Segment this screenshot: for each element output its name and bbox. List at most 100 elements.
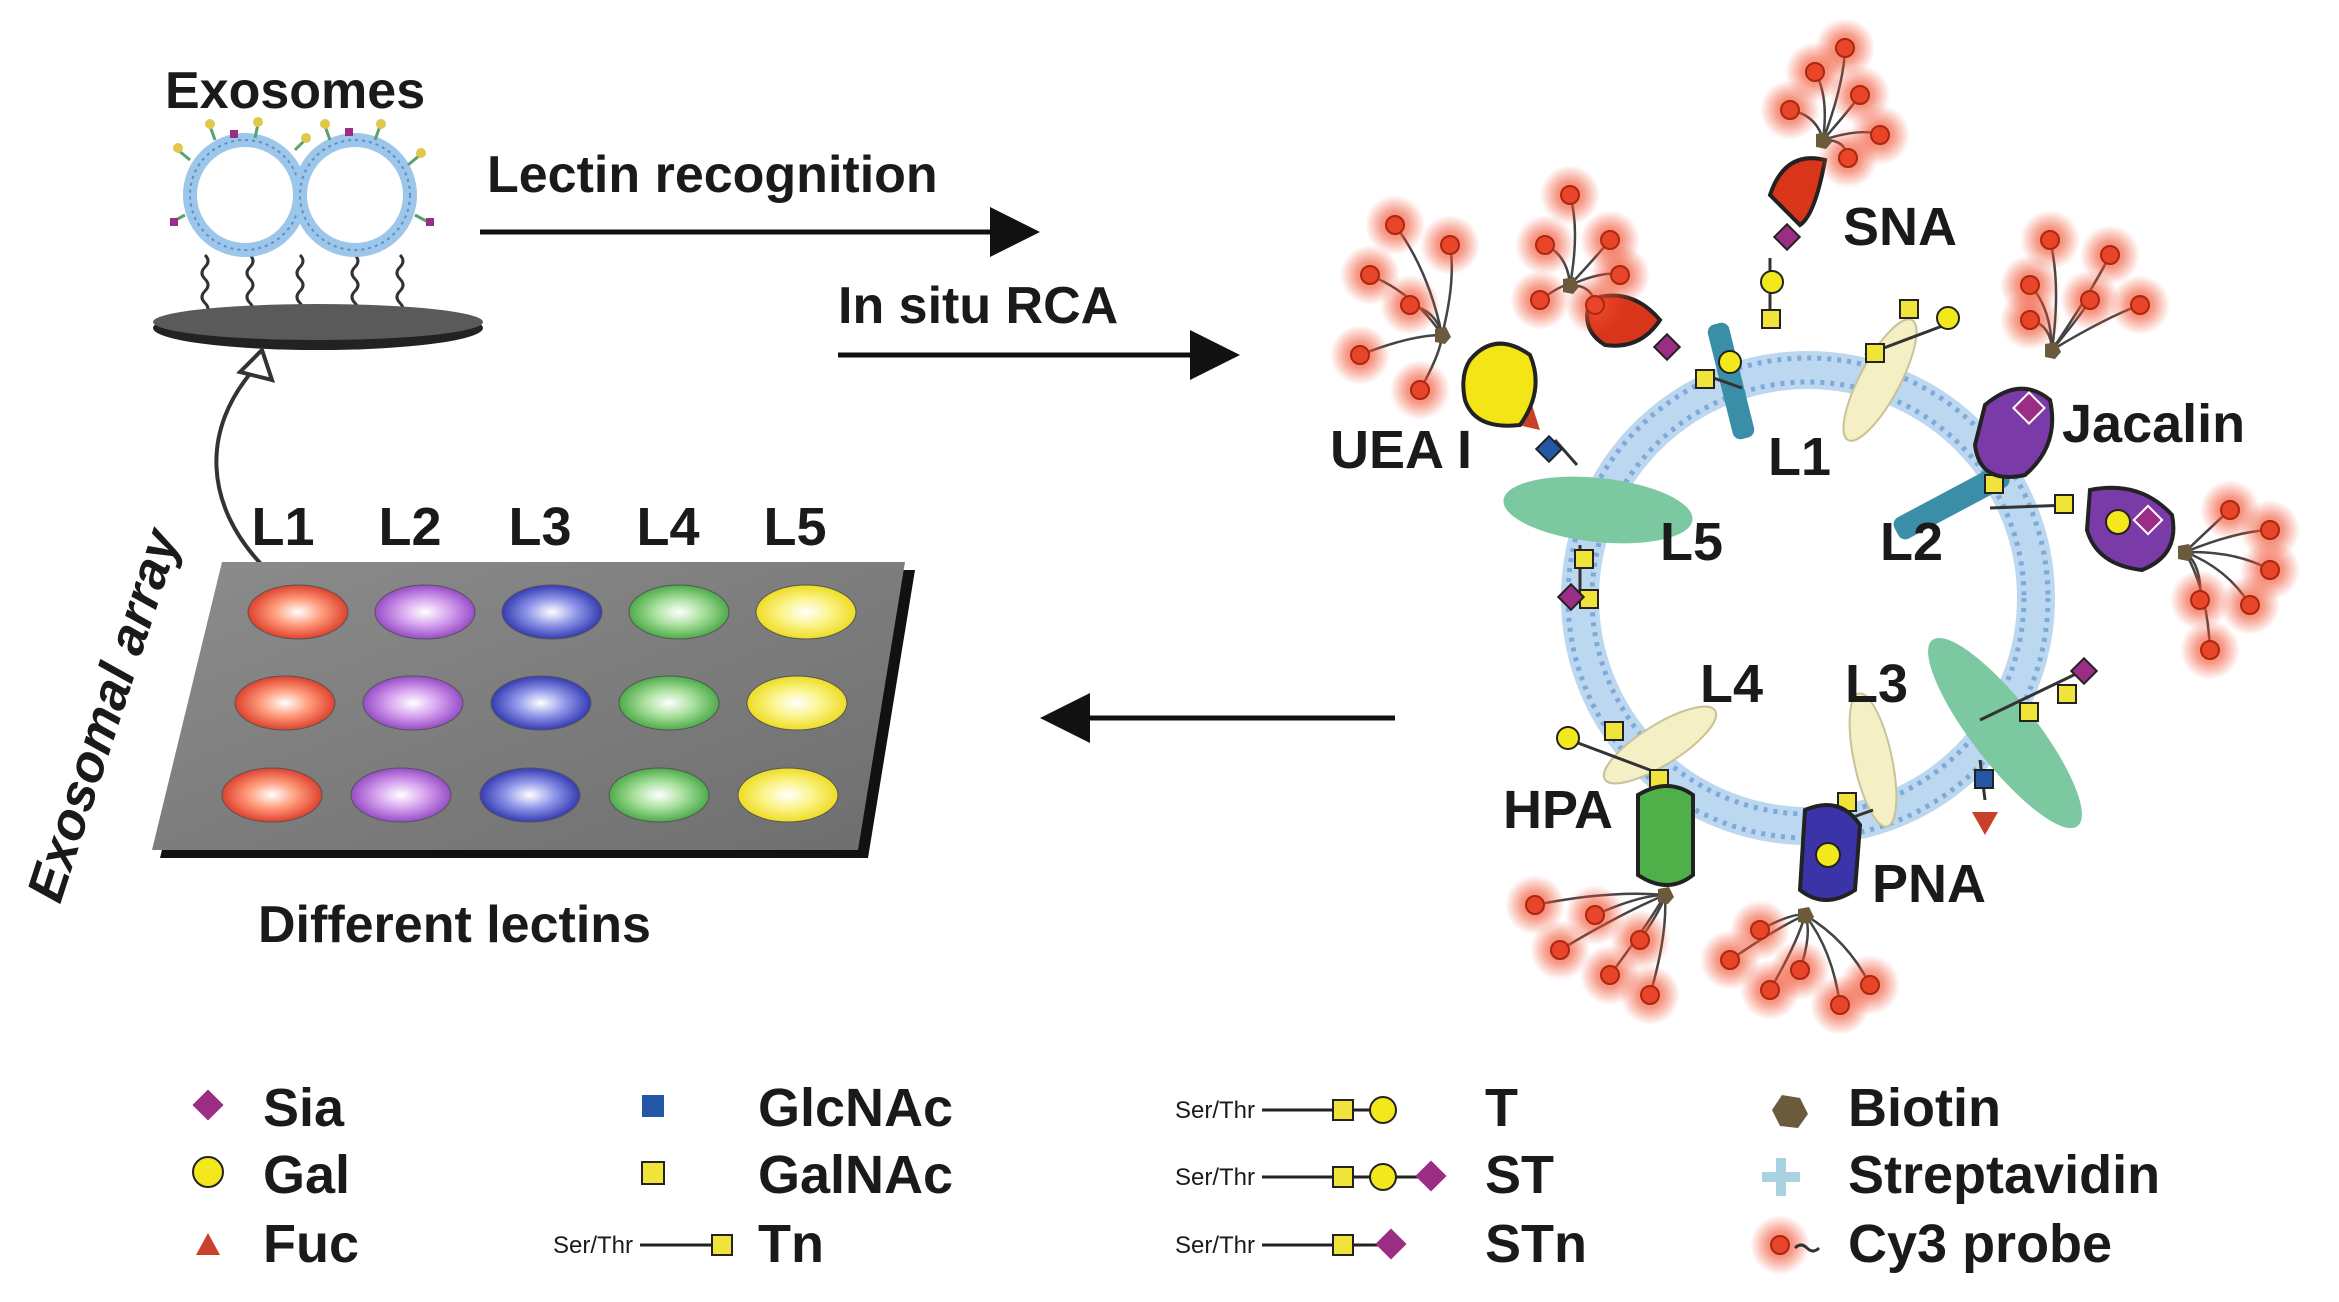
t-ser-thr: Ser/Thr [1175, 1097, 1255, 1124]
cy3-cluster-3 [1329, 194, 1481, 421]
array-well-r1-l5 [755, 584, 857, 640]
exosomes-panel: Exosomes [153, 62, 483, 350]
legend-streptavidin: Streptavidin [1848, 1145, 2160, 1205]
cy3-probe [1329, 324, 1391, 386]
lectin-array: Exosomal array L1 L2 L3 L4 L5 Different … [16, 497, 915, 954]
legend-t: T [1485, 1078, 1518, 1138]
in-situ-rca-label: In situ RCA [838, 277, 1118, 335]
biotin-icon [1772, 1095, 1808, 1128]
cy3-cluster-7 [1699, 899, 1901, 1036]
array-well-r1-l2 [374, 584, 476, 640]
lectin-label-sna: SNA [1843, 197, 1957, 257]
glcnac-icon [642, 1095, 664, 1117]
membrane-label-l1: L1 [1768, 427, 1831, 487]
array-well-r1-l3 [501, 584, 603, 640]
legend-stn: STn [1485, 1214, 1587, 1274]
tn-galnac-icon [711, 1234, 733, 1256]
fuc-icon [196, 1233, 220, 1255]
column-label-l3: L3 [508, 497, 571, 557]
glycan-chains [1518, 258, 2099, 840]
t-antigen-icon [1369, 1096, 1397, 1124]
array-well-r3-l4 [608, 767, 710, 823]
cy3-probe [1389, 359, 1451, 421]
different-lectins-label: Different lectins [258, 896, 651, 954]
array-wells [221, 584, 857, 823]
column-label-l2: L2 [378, 497, 441, 557]
array-well-r3-l1 [221, 767, 323, 823]
cy3-probe [1839, 954, 1901, 1016]
cy3-cluster-5 [2169, 479, 2301, 681]
stn-antigen-icon [1375, 1228, 1407, 1260]
column-label-l1: L1 [251, 497, 314, 557]
streptavidin-icon [1762, 1158, 1800, 1196]
column-label-l4: L4 [636, 497, 699, 557]
cy3-probe [1419, 214, 1481, 276]
st-antigen-icon [1415, 1160, 1447, 1192]
membrane-proteins [1503, 318, 2082, 829]
membrane-label-l5: L5 [1660, 512, 1723, 572]
legend-biotin: Biotin [1848, 1078, 2001, 1138]
cy3-cluster-4 [1999, 209, 2171, 359]
cy3-probe [1529, 919, 1591, 981]
cy3-probe [1514, 214, 1576, 276]
exosomes-label: Exosomes [165, 62, 425, 120]
array-well-r3-l5 [737, 767, 839, 823]
membrane-label-l3: L3 [1845, 654, 1908, 714]
cy3-probe [2019, 209, 2081, 271]
galnac-icon [641, 1161, 665, 1185]
exosome-vesicles [170, 117, 434, 257]
cy3-cluster-6 [1504, 874, 1681, 1026]
cy3-probe [2239, 539, 2301, 601]
lectin-bodies [1461, 156, 2176, 902]
lectin-label-jacalin: Jacalin [2062, 394, 2245, 454]
legend-sia: Sia [263, 1078, 345, 1138]
cy3-probe [1589, 244, 1651, 306]
legend-glcnac: GlcNAc [758, 1078, 953, 1138]
legend-gal: Gal [263, 1145, 350, 1205]
cy3-probe [2179, 619, 2241, 681]
cy3-probe [1619, 964, 1681, 1026]
cy3-probe [1729, 899, 1791, 961]
legend-fuc: Fuc [263, 1214, 359, 1274]
gal-icon [192, 1156, 224, 1188]
membrane-label-l2: L2 [1880, 512, 1943, 572]
array-well-r1-l1 [247, 584, 349, 640]
cy3-probe [1759, 79, 1821, 141]
array-well-r2-l2 [362, 675, 464, 731]
legend-galnac: GalNAc [758, 1145, 953, 1205]
cy3-probe [1379, 274, 1441, 336]
array-well-r2-l1 [234, 675, 336, 731]
cy3-probe [1999, 289, 2061, 351]
stn-ser-thr: Ser/Thr [1175, 1232, 1255, 1259]
lectin-label-pna: PNA [1872, 854, 1986, 914]
legend-st: ST [1485, 1145, 1554, 1205]
array-well-r3-l3 [479, 767, 581, 823]
legend: Sia Gal Fuc GlcNAc GalNAc Ser/Thr Tn Ser… [192, 1078, 2160, 1276]
array-well-r3-l2 [350, 767, 452, 823]
array-well-r2-l4 [618, 675, 720, 731]
lectin-label-uea: UEA I [1330, 420, 1472, 480]
process-arrows: Lectin recognition In situ RCA [214, 146, 1395, 743]
cy3-probe [2079, 224, 2141, 286]
sia-icon [192, 1089, 224, 1121]
lectin-label-hpa: HPA [1503, 780, 1613, 840]
curved-arrow [214, 366, 264, 567]
legend-tn: Tn [758, 1214, 824, 1274]
linker-springs [200, 253, 405, 317]
array-well-r2-l5 [746, 675, 848, 731]
membrane-label-l4: L4 [1700, 654, 1763, 714]
column-label-l5: L5 [763, 497, 826, 557]
cy3-cluster-2 [1509, 164, 1651, 336]
st-ser-thr: Ser/Thr [1175, 1164, 1255, 1191]
cy3-probe-icon [1749, 1214, 1821, 1276]
array-well-r2-l3 [490, 675, 592, 731]
exosome-lectin-complex: L1 L2 L3 L4 L5 SNA Jacalin UEA I HPA PNA [1329, 17, 2301, 1036]
array-well-r1-l4 [628, 584, 730, 640]
cy3-probe [2109, 274, 2171, 336]
legend-cy3: Cy3 probe [1848, 1214, 2112, 1274]
tn-ser-thr: Ser/Thr [553, 1232, 633, 1259]
cy3-cluster-1 [1759, 17, 1911, 189]
lectin-recognition-label: Lectin recognition [487, 146, 938, 204]
cy3-probe-clusters [1329, 17, 2301, 1036]
